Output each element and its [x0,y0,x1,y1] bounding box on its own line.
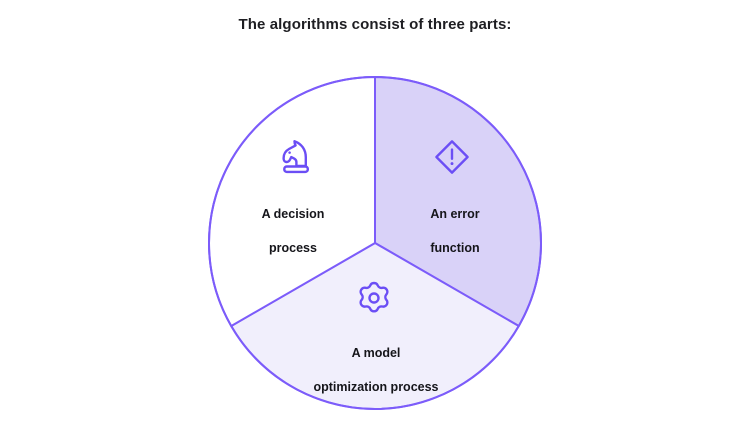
segment-label-line-1: An error [430,206,480,221]
pie-outer-circle [208,76,542,410]
page-title: The algorithms consist of three parts: [238,16,512,33]
gear-icon [356,280,392,321]
segment-label-model-optimization: A model optimization process [291,328,461,412]
segment-label-line-2: optimization process [313,379,439,394]
segment-label-line-1: A decision [261,206,325,221]
error-diamond-icon [432,137,472,182]
chess-knight-icon [277,137,315,182]
segment-label-line-2: function [430,240,480,255]
segment-label-line-2: process [269,240,317,255]
segment-label-error-function: An error function [392,189,518,273]
segment-label-decision-process: A decision process [228,189,358,273]
segment-label-line-1: A model [351,345,401,360]
